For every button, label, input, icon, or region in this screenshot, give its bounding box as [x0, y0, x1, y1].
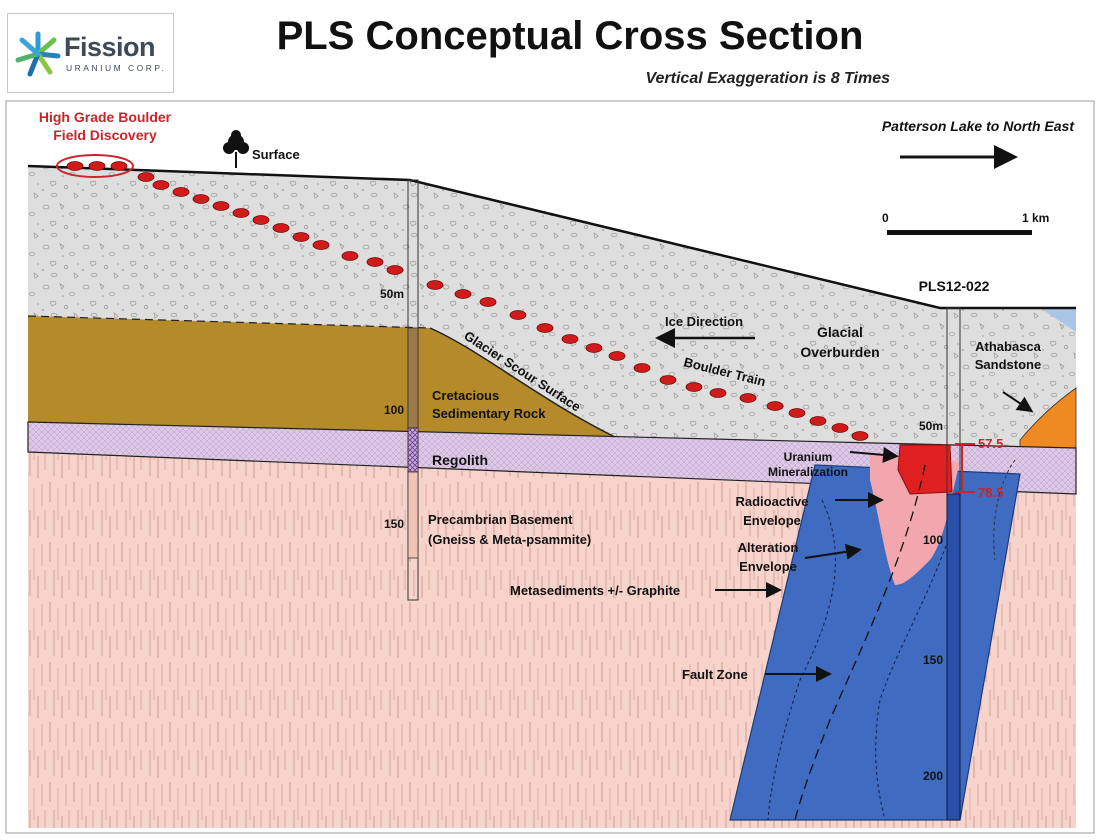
boulder-marker: [561, 334, 579, 344]
page-title: PLS Conceptual Cross Section: [276, 14, 864, 58]
cretaceous-label-line1: Cretacious: [432, 388, 499, 403]
athabasca-sandstone-layer: [1019, 387, 1077, 451]
boulder-discovery-label-line1: High Grade Boulder: [39, 109, 172, 125]
boulder-marker: [709, 388, 727, 398]
glacier-scour-line: [429, 327, 616, 438]
boulder-marker: [110, 161, 128, 171]
logo-name: Fission: [64, 32, 156, 62]
precambrian-label-line2: (Gneiss & Meta-psammite): [428, 532, 591, 547]
precambrian-label-line1: Precambrian Basement: [428, 512, 573, 527]
boulder-marker: [766, 401, 784, 411]
boulder-marker: [272, 223, 290, 233]
zone-boundary-1: [767, 499, 836, 821]
alteration-label-line2: Envelope: [739, 559, 797, 574]
boulder-marker: [851, 431, 869, 441]
boulder-marker: [536, 323, 554, 333]
boulder-marker: [608, 351, 626, 361]
surface-label: Surface: [252, 147, 300, 162]
scale-bar-start: 0: [882, 211, 889, 225]
left-hole-depth-50: 50m: [380, 287, 404, 301]
right-hole-depth-50: 50m: [919, 419, 943, 433]
boulder-marker: [292, 232, 310, 242]
metasediments-label: Metasediments +/- Graphite: [510, 583, 680, 598]
boulder-marker: [137, 172, 155, 182]
left-hole-depth-150: 150: [384, 517, 404, 531]
boulder-marker: [633, 363, 651, 373]
right-hole-depth-200: 200: [923, 769, 943, 783]
sandstone-arrow: [1002, 391, 1034, 413]
drillhole-right-graphite: [946, 493, 961, 821]
boulder-marker: [454, 289, 472, 299]
drillhole-left-basement: [407, 471, 419, 559]
tree-icon: [223, 130, 249, 168]
alteration-arrow: [804, 543, 862, 560]
boulder-marker: [479, 297, 497, 307]
boulder-marker: [341, 251, 359, 261]
boulder-marker: [386, 265, 404, 275]
boulder-marker: [232, 208, 250, 218]
ice-direction-label: Ice Direction: [665, 314, 743, 329]
intercept-bottom-value: 78.5: [978, 485, 1003, 500]
glacial-label-line1: Glacial: [817, 324, 863, 340]
boulder-marker: [426, 280, 444, 290]
boulder-marker: [788, 408, 806, 418]
ground-surface-line: [27, 164, 1076, 310]
radioactive-label-line1: Radioactive: [736, 494, 809, 509]
fault-zone-line: [794, 464, 926, 821]
right-hole-depth-100: 100: [923, 533, 943, 547]
drillhole-left-cretaceous: [407, 327, 419, 429]
boulder-marker: [252, 215, 270, 225]
direction-label: Patterson Lake to North East: [882, 118, 1075, 134]
glacial-label-line2: Overburden: [800, 344, 879, 360]
fault-zone-label: Fault Zone: [682, 667, 748, 682]
alteration-label-line1: Alteration: [738, 540, 799, 555]
boulder-marker: [831, 423, 849, 433]
intercept-top-value: 57.5: [978, 436, 1003, 451]
athabasca-label-line1: Athabasca: [975, 339, 1042, 354]
athabasca-label-line2: Sandstone: [975, 357, 1041, 372]
drillhole-left-regolith: [407, 427, 419, 473]
scale-bar-end: 1 km: [1022, 211, 1049, 225]
boulder-discovery-label-line2: Field Discovery: [53, 127, 157, 143]
scale-bar: [887, 230, 1032, 235]
drillhole-name-label: PLS12-022: [919, 278, 990, 294]
regolith-label: Regolith: [432, 452, 488, 468]
boulder-marker: [585, 343, 603, 353]
uranium-mineralization-zone: [897, 444, 953, 495]
company-logo: Fission URANIUM CORP.: [7, 13, 174, 93]
cretaceous-top-boundary: [27, 315, 431, 329]
boulder-marker: [312, 240, 330, 250]
boulder-marker: [659, 375, 677, 385]
logo-subtitle: URANIUM CORP.: [66, 63, 167, 73]
cretaceous-label-line2: Sedimentary Rock: [432, 406, 546, 421]
boulder-marker: [685, 382, 703, 392]
boulder-marker: [88, 161, 106, 171]
boulder-marker: [172, 187, 190, 197]
boulder-marker: [66, 161, 84, 171]
mineralization-arrow: [849, 446, 899, 463]
left-hole-depth-100: 100: [384, 403, 404, 417]
boulder-marker: [366, 257, 384, 267]
boulder-marker: [509, 310, 527, 320]
page-subtitle: Vertical Exaggeration is 8 Times: [645, 70, 890, 87]
uranium-label-line2: Mineralization: [768, 465, 848, 479]
zone-boundary-2: [875, 499, 961, 821]
boulder-marker: [809, 416, 827, 426]
zone-boundary-3: [993, 459, 1016, 561]
right-hole-depth-150: 150: [923, 653, 943, 667]
boulder-marker: [739, 393, 757, 403]
uranium-label-line1: Uranium: [784, 450, 833, 464]
boulder-marker: [192, 194, 210, 204]
logo-icon: [15, 31, 61, 77]
boulder-train: [66, 161, 869, 441]
boulder-marker: [152, 180, 170, 190]
boulder-marker: [212, 201, 230, 211]
lake-water: [1040, 308, 1076, 332]
radioactive-label-line2: Envelope: [743, 513, 801, 528]
cretaceous-layer: [28, 316, 615, 437]
boulder-field-outline: [56, 154, 134, 178]
